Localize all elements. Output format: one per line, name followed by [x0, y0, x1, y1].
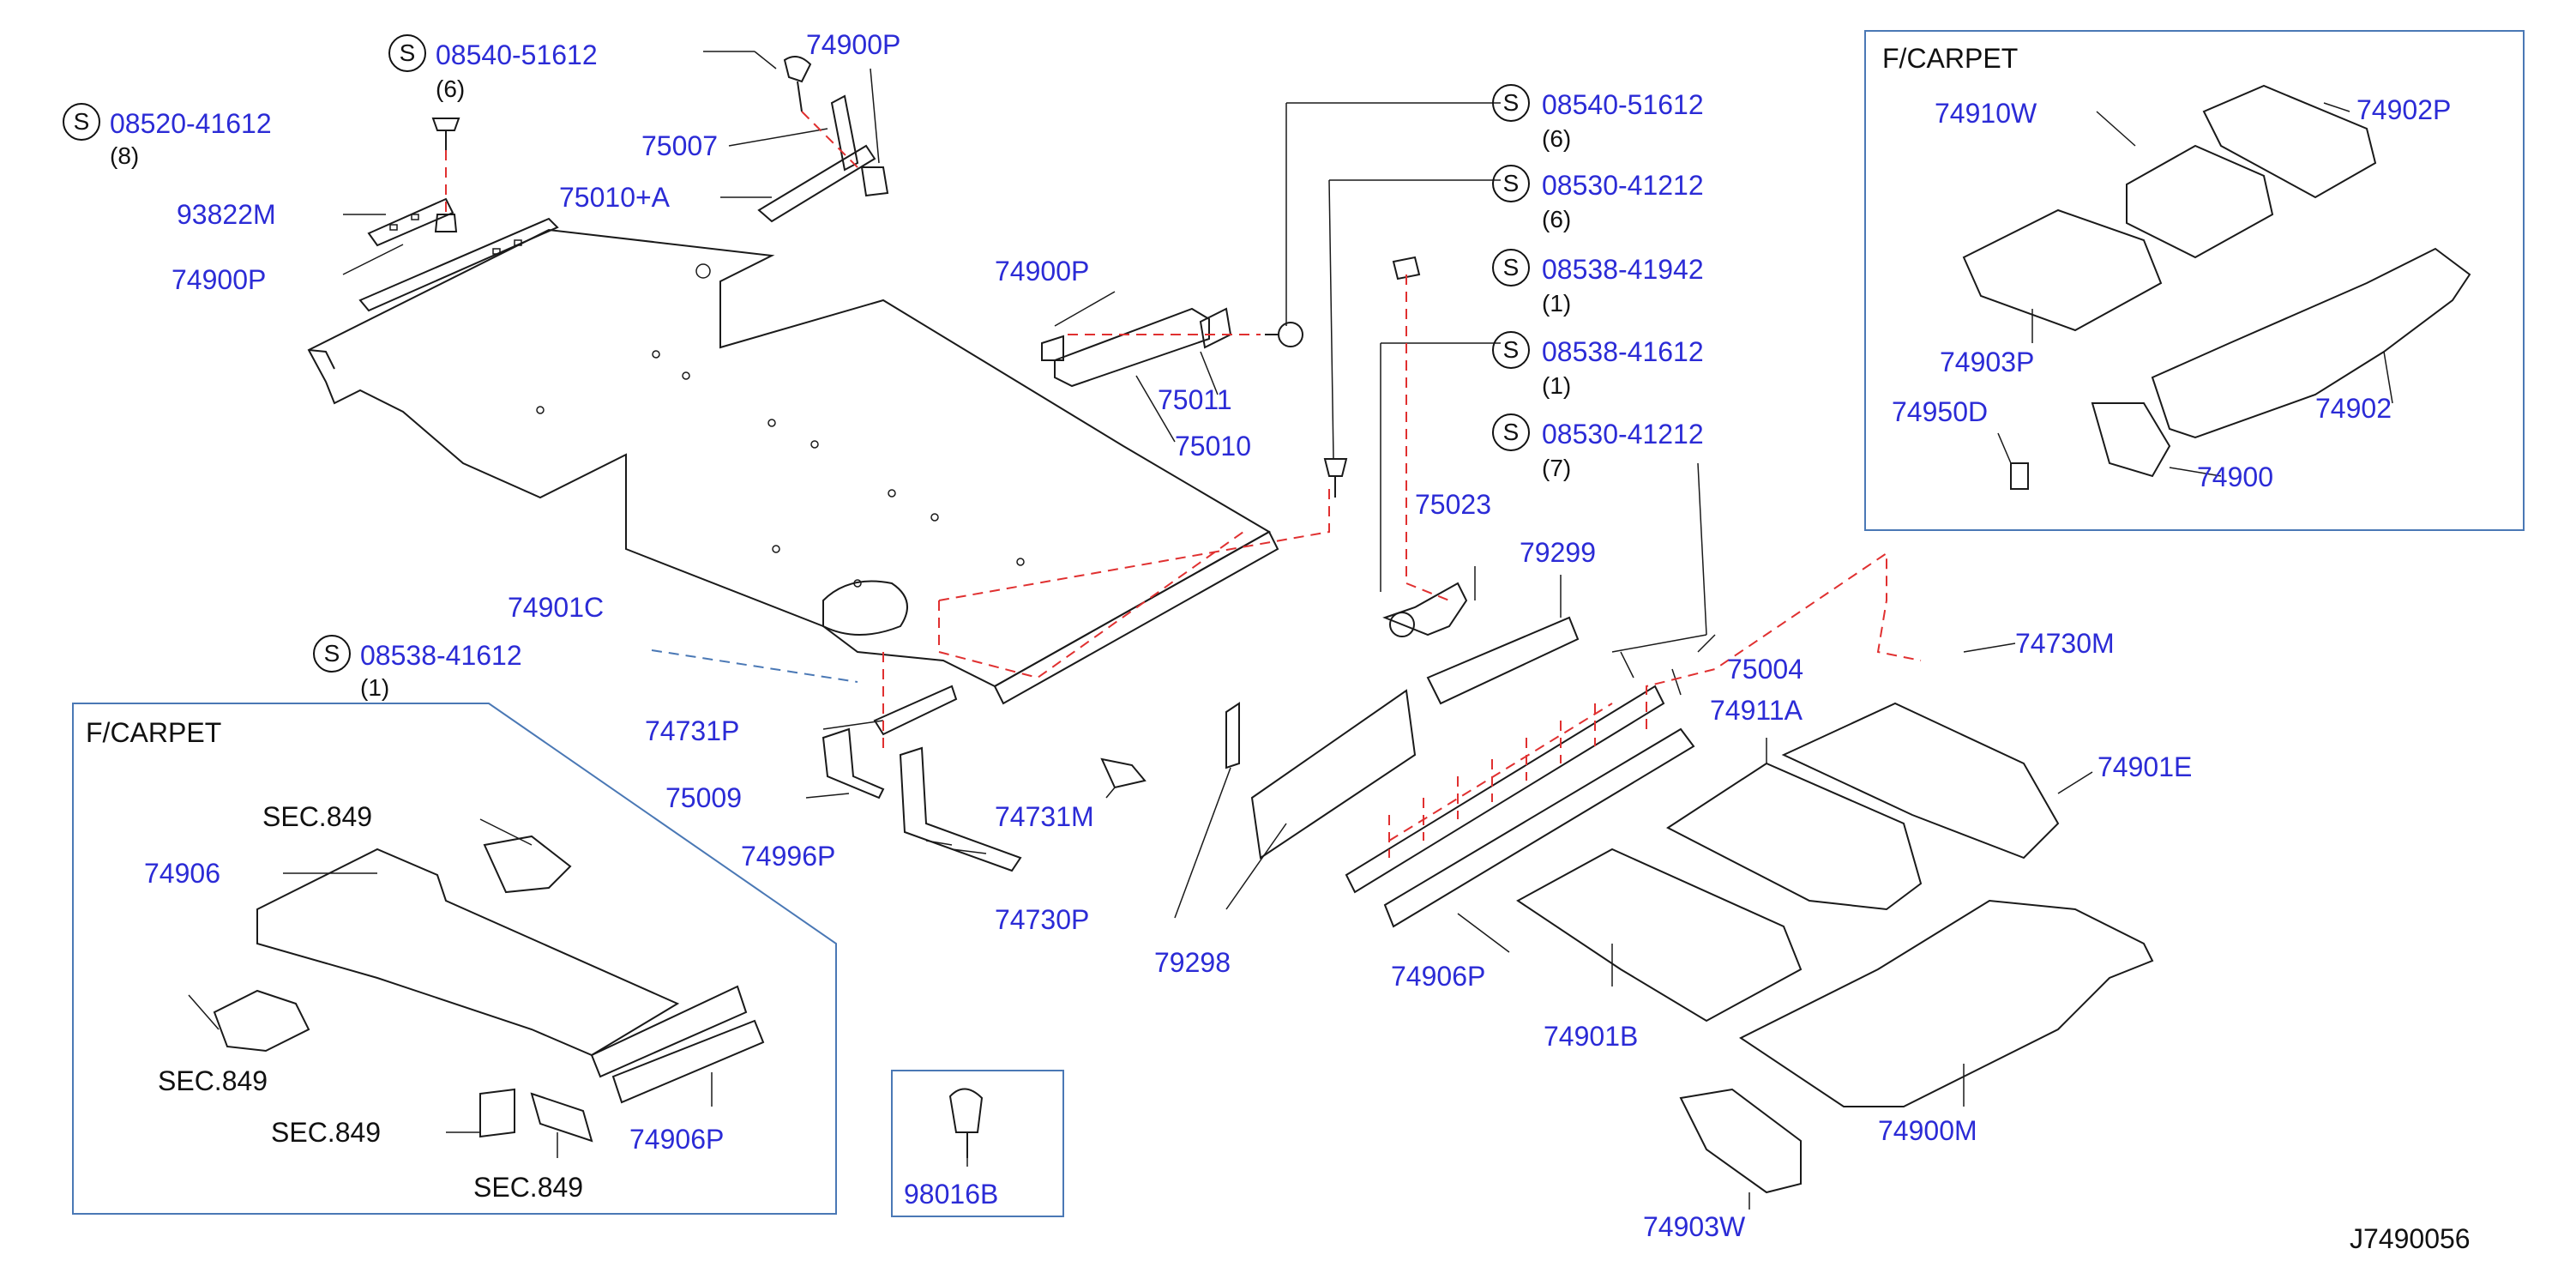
part-74910w[interactable]: 74910W: [1935, 98, 2037, 129]
screw-symbol: S: [1492, 249, 1530, 287]
part-74906[interactable]: 74906: [144, 858, 220, 889]
part-74731m[interactable]: 74731M: [995, 801, 1094, 832]
qty-08530-41212-b: (7): [1542, 455, 1572, 481]
part-74903p[interactable]: 74903P: [1940, 347, 2035, 377]
box-right-border: [1864, 30, 2525, 531]
part-74901c[interactable]: 74901C: [508, 592, 605, 623]
screw-symbol: S: [63, 103, 100, 141]
qty-08540-51612-a: (6): [436, 75, 466, 102]
sec-849-ref[interactable]: SEC.849: [262, 801, 373, 832]
part-74906p[interactable]: 74906P: [1391, 961, 1486, 992]
part-75004[interactable]: 75004: [1727, 654, 1803, 685]
part-93822m[interactable]: 93822M: [177, 199, 276, 230]
diagram-code: J7490056: [2350, 1223, 2471, 1254]
part-75009[interactable]: 75009: [665, 782, 742, 813]
part-74900m[interactable]: 74900M: [1878, 1115, 1977, 1146]
part-74903w[interactable]: 74903W: [1643, 1211, 1746, 1242]
part-74900p-mid[interactable]: 74900P: [995, 256, 1090, 287]
part-74902[interactable]: 74902: [2315, 393, 2392, 424]
box-98016b-border: [891, 1070, 1064, 1217]
part-74730p[interactable]: 74730P: [995, 904, 1090, 935]
qty-08538-41612-a: (1): [1542, 372, 1572, 399]
qty-08520-41612: (8): [110, 142, 140, 169]
part-74911a[interactable]: 74911A: [1710, 695, 1803, 726]
part-74901e[interactable]: 74901E: [2098, 751, 2193, 782]
part-74996p[interactable]: 74996P: [741, 841, 836, 872]
part-08530-41212-a[interactable]: 08530-41212: [1542, 170, 1704, 201]
part-74731p[interactable]: 74731P: [645, 715, 740, 746]
screw-symbol: S: [1492, 165, 1530, 202]
part-08538-41612-a[interactable]: 08538-41612: [1542, 336, 1704, 367]
part-74906p-box[interactable]: 74906P: [629, 1124, 725, 1155]
part-08520-41612[interactable]: 08520-41612: [110, 108, 272, 139]
part-74902p[interactable]: 74902P: [2356, 94, 2452, 125]
screw-symbol: S: [313, 635, 351, 673]
screw-symbol: S: [1492, 84, 1530, 122]
qty-08538-41612-b: (1): [360, 674, 390, 701]
qty-08538-41942: (1): [1542, 290, 1572, 317]
part-74900p-top[interactable]: 74900P: [806, 29, 901, 60]
part-08540-51612-a[interactable]: 08540-51612: [436, 39, 598, 70]
carpet-panel-74901c: [307, 228, 1272, 688]
part-75010[interactable]: 75010: [1175, 431, 1251, 462]
part-08530-41212-b[interactable]: 08530-41212: [1542, 419, 1704, 449]
part-75007[interactable]: 75007: [641, 130, 718, 161]
part-74901b[interactable]: 74901B: [1544, 1021, 1639, 1052]
part-79298[interactable]: 79298: [1154, 947, 1231, 978]
part-79299[interactable]: 79299: [1520, 537, 1596, 568]
part-75023[interactable]: 75023: [1415, 489, 1491, 520]
part-74900p-left[interactable]: 74900P: [172, 264, 267, 295]
part-75010a[interactable]: 75010+A: [559, 182, 671, 213]
part-74730m[interactable]: 74730M: [2015, 628, 2115, 659]
screw-symbol: S: [388, 34, 426, 72]
part-08538-41612-b[interactable]: 08538-41612: [360, 640, 522, 671]
sec-849-ref[interactable]: SEC.849: [473, 1172, 584, 1203]
qty-08530-41212-a: (6): [1542, 206, 1572, 232]
screw-symbol: S: [1492, 413, 1530, 451]
part-75011[interactable]: 75011: [1158, 384, 1232, 415]
qty-08540-51612-b: (6): [1542, 125, 1572, 152]
box-left-border: [72, 703, 837, 1215]
screw-symbol: S: [1492, 331, 1530, 369]
sec-849-ref[interactable]: SEC.849: [271, 1117, 382, 1148]
part-08540-51612-b[interactable]: 08540-51612: [1542, 89, 1704, 120]
part-74950d[interactable]: 74950D: [1892, 396, 1989, 427]
sec-849-ref[interactable]: SEC.849: [158, 1065, 268, 1096]
box-right-title: F/CARPET: [1882, 43, 2019, 74]
part-08538-41942[interactable]: 08538-41942: [1542, 254, 1704, 285]
box-left-title: F/CARPET: [86, 717, 222, 748]
part-74900[interactable]: 74900: [2197, 462, 2273, 492]
part-98016b[interactable]: 98016B: [904, 1179, 999, 1210]
